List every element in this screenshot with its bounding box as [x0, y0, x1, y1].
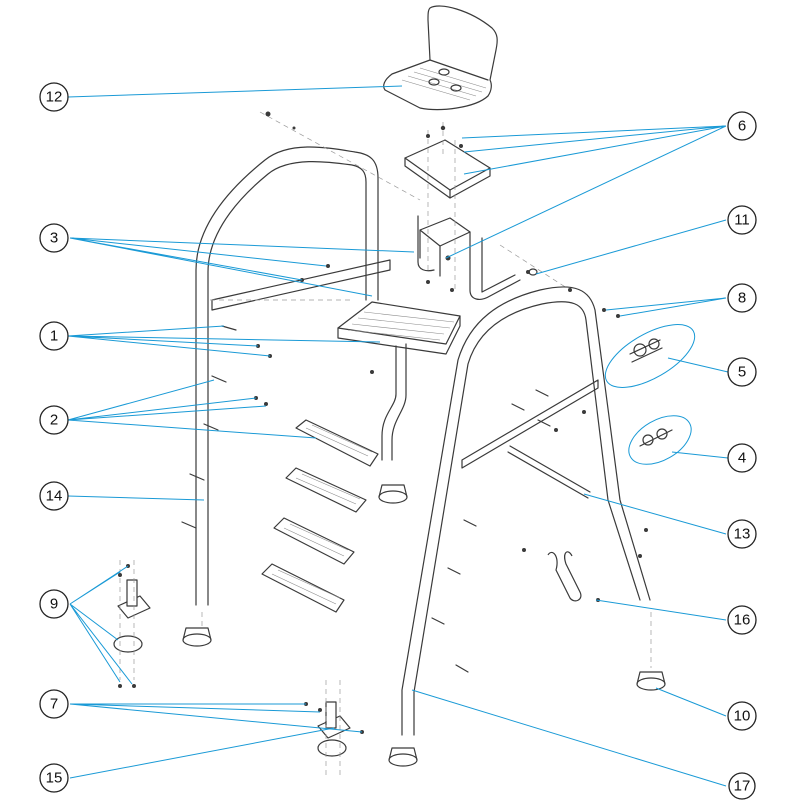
- steps: [261, 419, 379, 613]
- callout-number: 7: [50, 696, 58, 713]
- anchor-base-9: [113, 560, 151, 680]
- seat-bracket: [404, 122, 491, 292]
- callout-number: 4: [738, 450, 746, 467]
- callout-number: 13: [734, 526, 751, 543]
- callout-3: 3: [39, 223, 69, 253]
- callout-10: 10: [727, 701, 757, 731]
- callout-number: 1: [50, 328, 58, 345]
- top-handle: [469, 231, 571, 300]
- callout-number: 2: [50, 412, 58, 429]
- callout-16: 16: [727, 605, 757, 635]
- callout-number: 3: [50, 230, 58, 247]
- diagonal-rod: [507, 445, 591, 499]
- right-frame: [388, 286, 666, 767]
- callout-number: 8: [738, 290, 746, 307]
- callout-number: 16: [734, 612, 751, 629]
- callout-9: 9: [39, 589, 69, 619]
- platform: [337, 301, 461, 504]
- anchor-base-15: [317, 680, 351, 776]
- callout-1: 1: [39, 321, 69, 351]
- left-foot: [182, 612, 212, 647]
- callout-number: 12: [46, 89, 63, 106]
- left-frame: [195, 111, 421, 606]
- callout-6: 6: [727, 111, 757, 141]
- callout-number: 10: [734, 708, 751, 725]
- callout-number: 5: [738, 364, 746, 381]
- clamp-assembly-5: [604, 324, 696, 388]
- callout-7: 7: [39, 689, 69, 719]
- callout-12: 12: [39, 82, 69, 112]
- callout-11: 11: [727, 205, 757, 235]
- callout-number: 6: [738, 118, 746, 135]
- seat: [383, 5, 498, 111]
- callout-4: 4: [727, 443, 757, 473]
- callout-2: 2: [39, 405, 69, 435]
- callout-number: 9: [50, 596, 58, 613]
- callout-14: 14: [39, 481, 69, 511]
- clamp: [547, 551, 600, 602]
- callout-number: 14: [46, 488, 63, 505]
- leader-lines: [67, 85, 729, 787]
- clamp-assembly-4: [628, 415, 692, 465]
- callout-5: 5: [727, 357, 757, 387]
- callout-8: 8: [727, 283, 757, 313]
- callout-number: 11: [734, 212, 750, 229]
- callout-17: 17: [728, 772, 756, 800]
- callout-number: 17: [734, 778, 751, 795]
- callout-13: 13: [727, 519, 757, 549]
- callout-number: 15: [46, 770, 63, 787]
- callout-15: 15: [39, 763, 69, 793]
